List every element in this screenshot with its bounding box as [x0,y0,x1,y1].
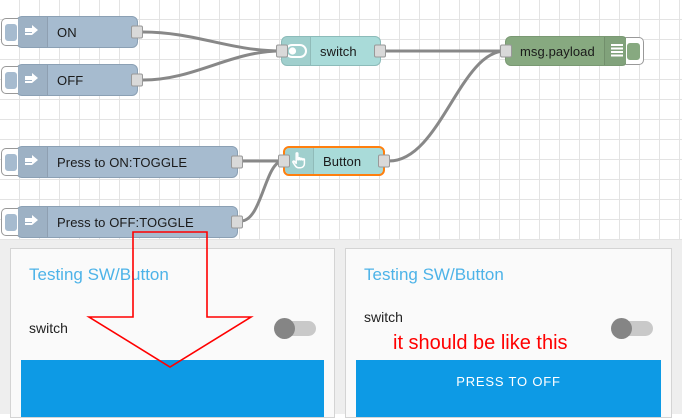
inject-trigger-button-on[interactable] [1,18,18,46]
node-label: Press to OFF:TOGGLE [57,214,194,230]
arrow-right-icon [17,147,48,177]
press-to-off-button[interactable]: PRESS TO OFF [356,360,661,417]
node-label: msg.payload [520,43,595,59]
switch-row: switch [11,311,334,345]
card-title: Testing SW/Button [29,265,169,284]
flow-canvas[interactable]: ON OFF switch msg.payload [0,0,682,240]
dashboard-card-expected: Testing SW/Button switch PRESS TO OFF [345,248,672,418]
node-label: ON [57,24,77,40]
output-port[interactable] [374,44,386,58]
toggle-switch[interactable] [609,317,653,339]
inject-trigger-button-on-toggle[interactable] [1,148,18,176]
switch-label: switch [364,309,403,325]
card-title: Testing SW/Button [364,265,504,284]
output-port[interactable] [131,73,143,87]
node-inject-off[interactable]: OFF [1,64,143,96]
inject-trigger-button-off-toggle[interactable] [1,208,18,236]
input-port[interactable] [500,44,512,58]
node-ui-switch[interactable]: switch [276,36,386,66]
node-label: switch [320,43,357,59]
arrow-right-icon [17,207,48,237]
toggle-switch[interactable] [272,317,316,339]
inject-trigger-nub [4,70,18,90]
input-port[interactable] [278,154,290,168]
dashboard-card-current: Testing SW/Button switch [10,248,335,418]
node-inject-press-to-on-toggle[interactable]: Press to ON:TOGGLE [1,146,243,178]
output-port[interactable] [131,25,143,39]
arrow-right-icon [17,17,48,47]
output-port[interactable] [231,155,243,169]
node-label: Press to ON:TOGGLE [57,154,188,170]
switch-row: switch [346,309,671,345]
arrow-right-icon [17,65,48,95]
inject-trigger-nub [4,212,18,232]
debug-lines-icon [603,37,629,65]
annotation-text: it should be like this [393,332,568,354]
toggle-knob [274,317,295,339]
node-ui-button[interactable]: Button [278,146,390,176]
dashboard-preview: Testing SW/Button switch Testing SW/Butt… [0,240,682,418]
debug-enable-button[interactable] [626,37,644,65]
node-label: OFF [57,72,84,88]
inject-trigger-nub [4,22,18,42]
node-label: Button [323,153,362,169]
node-inject-press-to-off-toggle[interactable]: Press to OFF:TOGGLE [1,206,243,238]
inject-trigger-button-off[interactable] [1,66,18,94]
output-port[interactable] [231,215,243,229]
node-debug-msg-payload[interactable]: msg.payload [500,36,644,66]
node-inject-on[interactable]: ON [1,16,143,48]
inject-trigger-nub [4,152,18,172]
output-port[interactable] [378,154,390,168]
toggle-knob [611,317,632,339]
input-port[interactable] [276,44,288,58]
press-button-blank[interactable] [21,360,324,417]
debug-enable-nub [626,41,641,61]
switch-label: switch [29,320,68,336]
